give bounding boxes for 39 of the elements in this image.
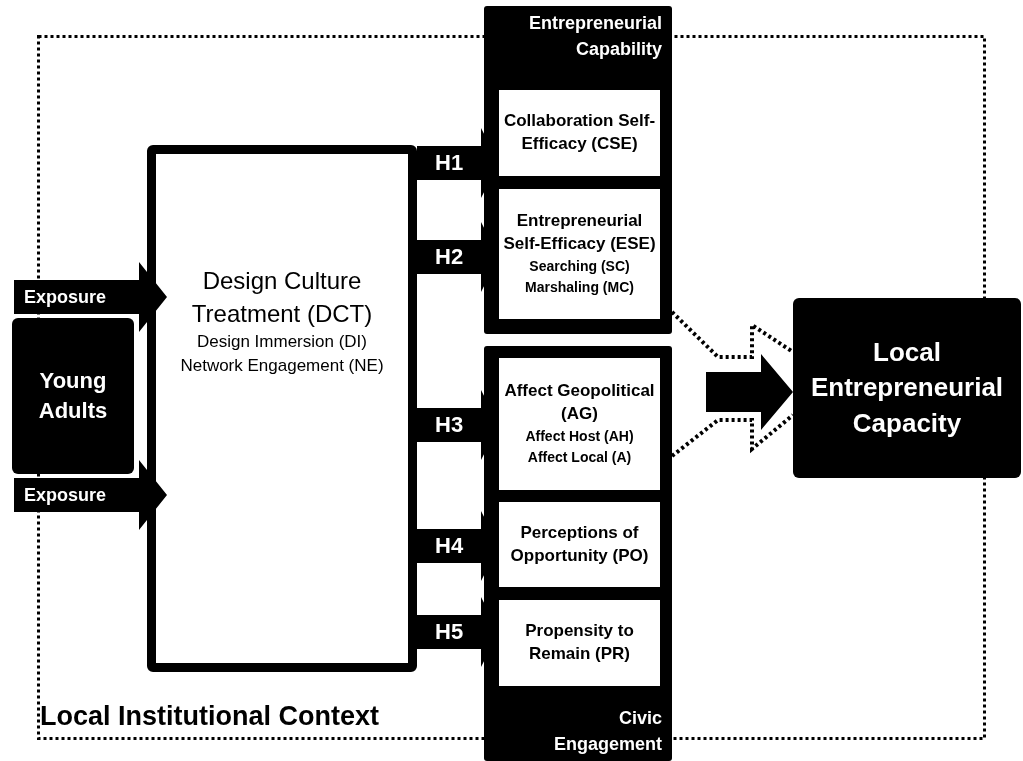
construct-panel	[484, 346, 672, 761]
outcome-box	[793, 298, 1021, 478]
construct-box	[499, 358, 660, 490]
node-label: Perceptions of Opportunity (PO)	[509, 521, 650, 567]
node-label: Young Adults	[37, 367, 109, 425]
sub-label: Marshaling (MC)	[524, 277, 635, 297]
construct-box	[499, 600, 660, 686]
dotted-connector	[670, 413, 795, 458]
treatment-box	[147, 145, 417, 672]
edge-label: H3	[435, 413, 464, 437]
construct-box	[499, 90, 660, 176]
construct-box	[499, 189, 660, 319]
node-label: Propensity to Remain (PR)	[524, 620, 635, 665]
edge-label: H4	[435, 534, 464, 558]
node-label: Local Entrepreneurial Capacity	[809, 336, 1005, 440]
node-label: Design Culture Treatment (DCT)	[190, 266, 374, 330]
sub-label: Searching (SC)	[528, 256, 631, 276]
edge-label: H1	[435, 151, 464, 175]
sub-label: Network Engagement (NE)	[179, 355, 385, 377]
panel-title: Civic Engagement	[552, 706, 662, 756]
node-label: Affect Geopolitical (AG)	[503, 380, 656, 425]
panel-title: Entrepreneurial Capability	[527, 12, 662, 62]
node-label: Entrepreneurial Self-Efficacy (ESE)	[502, 210, 657, 255]
edge-label: Exposure	[24, 286, 107, 309]
node-label: Collaboration Self-Efficacy (CSE)	[502, 110, 657, 155]
edge-label: Exposure	[24, 484, 107, 507]
dotted-connector	[670, 310, 795, 359]
edge-label: H5	[435, 620, 464, 644]
sub-label: Design Immersion (DI)	[195, 331, 368, 354]
construct-box	[499, 502, 660, 587]
group-box	[12, 318, 134, 474]
edge-label: H2	[435, 245, 464, 269]
sub-label: Affect Local (A)	[526, 447, 633, 467]
sub-label: Affect Host (AH)	[524, 426, 635, 446]
block-arrow	[14, 262, 167, 332]
block-arrow	[706, 354, 793, 430]
construct-panel	[484, 6, 672, 334]
frame-title: Local Institutional Context	[40, 700, 379, 732]
block-arrow	[14, 460, 167, 530]
